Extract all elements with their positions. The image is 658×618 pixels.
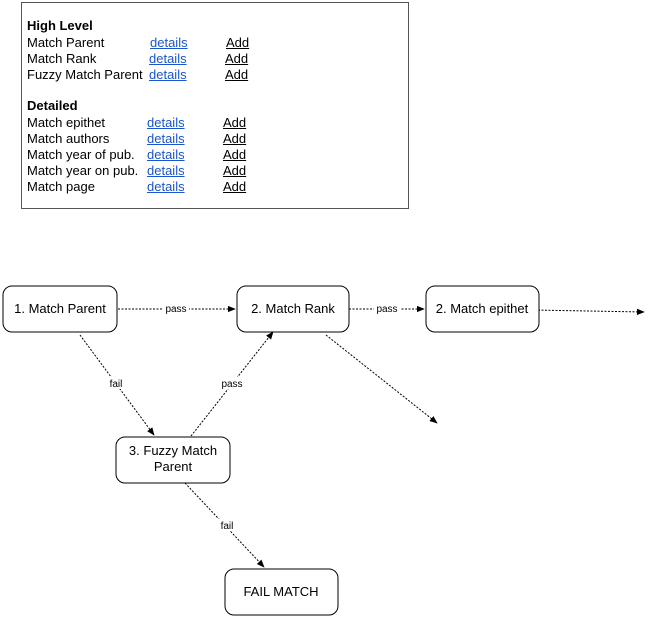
add-link[interactable]: Add [223, 179, 247, 194]
add-link[interactable]: Add [223, 147, 247, 162]
option-label: Match Parent [27, 35, 105, 50]
details-link[interactable]: details [147, 115, 185, 130]
edge-epithet-out [530, 308, 645, 316]
node-match-rank: 2. Match Rank [236, 285, 350, 333]
details-link[interactable]: details [149, 51, 187, 66]
details-link[interactable]: details [147, 147, 185, 162]
details-link[interactable]: details [147, 131, 185, 146]
node-label-line1: 3. Fuzzy Match [129, 443, 217, 458]
details-link[interactable]: details [149, 67, 187, 82]
option-label: Match authors [27, 131, 110, 146]
edge-label-pass: pass [221, 379, 242, 390]
details-link[interactable]: details [147, 179, 185, 194]
add-link[interactable]: Add [225, 51, 249, 66]
node-label: 2. Match Rank [251, 301, 335, 316]
add-link[interactable]: Add [223, 163, 247, 178]
add-link[interactable]: Add [223, 115, 247, 130]
edge-label-fail: fail [221, 521, 234, 532]
edge-label-fail: fail [110, 379, 123, 390]
details-link[interactable]: details [147, 163, 185, 178]
node-label: 1. Match Parent [14, 301, 106, 316]
details-link[interactable]: details [150, 35, 188, 50]
add-link[interactable]: Add [225, 67, 249, 82]
match-options-panel: High Level Match Parent details Add Matc… [21, 2, 409, 209]
edge-label-pass: pass [165, 304, 186, 315]
option-label: Match Rank [27, 51, 97, 66]
edge-label-pass: pass [376, 304, 397, 315]
high-level-heading: High Level [27, 18, 93, 33]
node-match-parent: 1. Match Parent [2, 285, 118, 333]
option-label: Match year of pub. [27, 147, 135, 162]
node-label: 2. Match epithet [436, 301, 529, 316]
node-fail-match: FAIL MATCH [224, 568, 339, 616]
node-label: FAIL MATCH [243, 584, 318, 599]
option-label: Match epithet [27, 115, 106, 130]
detailed-heading: Detailed [27, 98, 78, 113]
add-link[interactable]: Add [223, 131, 247, 146]
add-link[interactable]: Add [226, 35, 250, 50]
option-label: Match year on pub. [27, 163, 139, 178]
option-label: Match page [27, 179, 95, 194]
edge-rank-out [325, 334, 438, 424]
node-label-line2: Parent [154, 459, 193, 474]
node-fuzzy-match-parent: 3. Fuzzy Match Parent [115, 436, 231, 484]
node-match-epithet: 2. Match epithet [425, 285, 540, 333]
edge-fuzzy-to-rank [190, 331, 274, 437]
option-label: Fuzzy Match Parent [27, 67, 143, 82]
